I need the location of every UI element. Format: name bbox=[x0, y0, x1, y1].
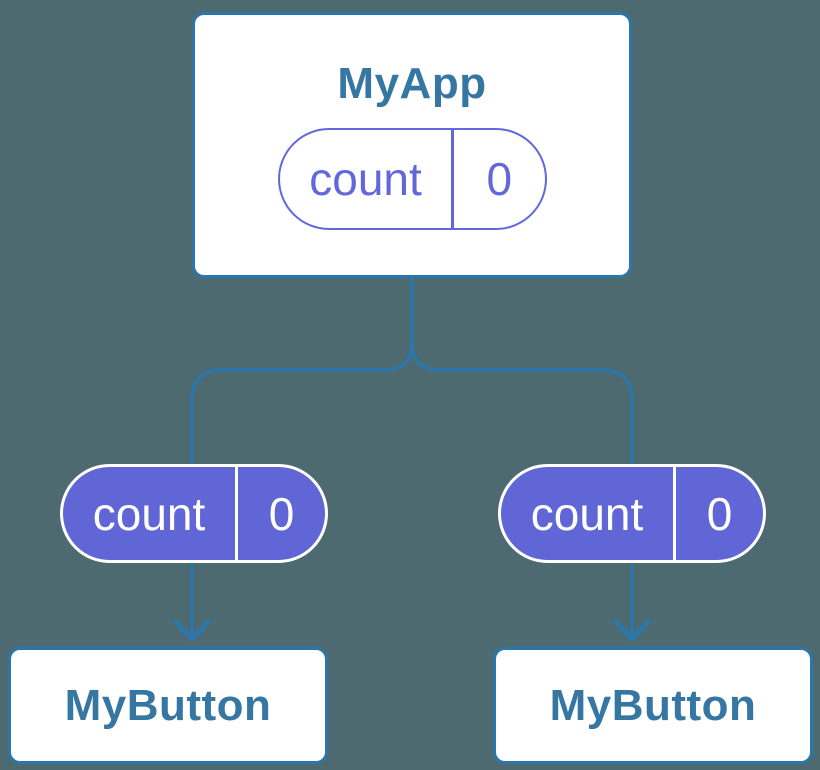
left-prop-pill: count 0 bbox=[60, 464, 328, 563]
arrowhead-right-icon bbox=[613, 619, 651, 642]
right-prop-pill: count 0 bbox=[498, 464, 766, 563]
myapp-state-pill: count 0 bbox=[278, 128, 547, 230]
state-name: count bbox=[530, 487, 644, 540]
myapp-card: MyApp count 0 bbox=[192, 12, 632, 278]
state-name: count bbox=[309, 153, 422, 205]
mybutton-title: MyButton bbox=[549, 680, 757, 730]
state-value: 0 bbox=[486, 153, 513, 205]
arrowhead-left-icon bbox=[173, 619, 211, 642]
pill-divider bbox=[673, 467, 676, 560]
state-value: 0 bbox=[268, 487, 295, 540]
mybutton-title: MyButton bbox=[64, 680, 272, 730]
mybutton-card-left: MyButton bbox=[8, 647, 328, 764]
myapp-title: MyApp bbox=[337, 59, 487, 108]
branch-left-line bbox=[190, 276, 414, 638]
pill-divider bbox=[235, 467, 238, 560]
branch-right-line bbox=[410, 276, 634, 638]
pill-divider bbox=[451, 130, 454, 228]
state-name: count bbox=[92, 487, 206, 540]
mybutton-card-right: MyButton bbox=[493, 647, 813, 764]
state-value: 0 bbox=[706, 487, 733, 540]
